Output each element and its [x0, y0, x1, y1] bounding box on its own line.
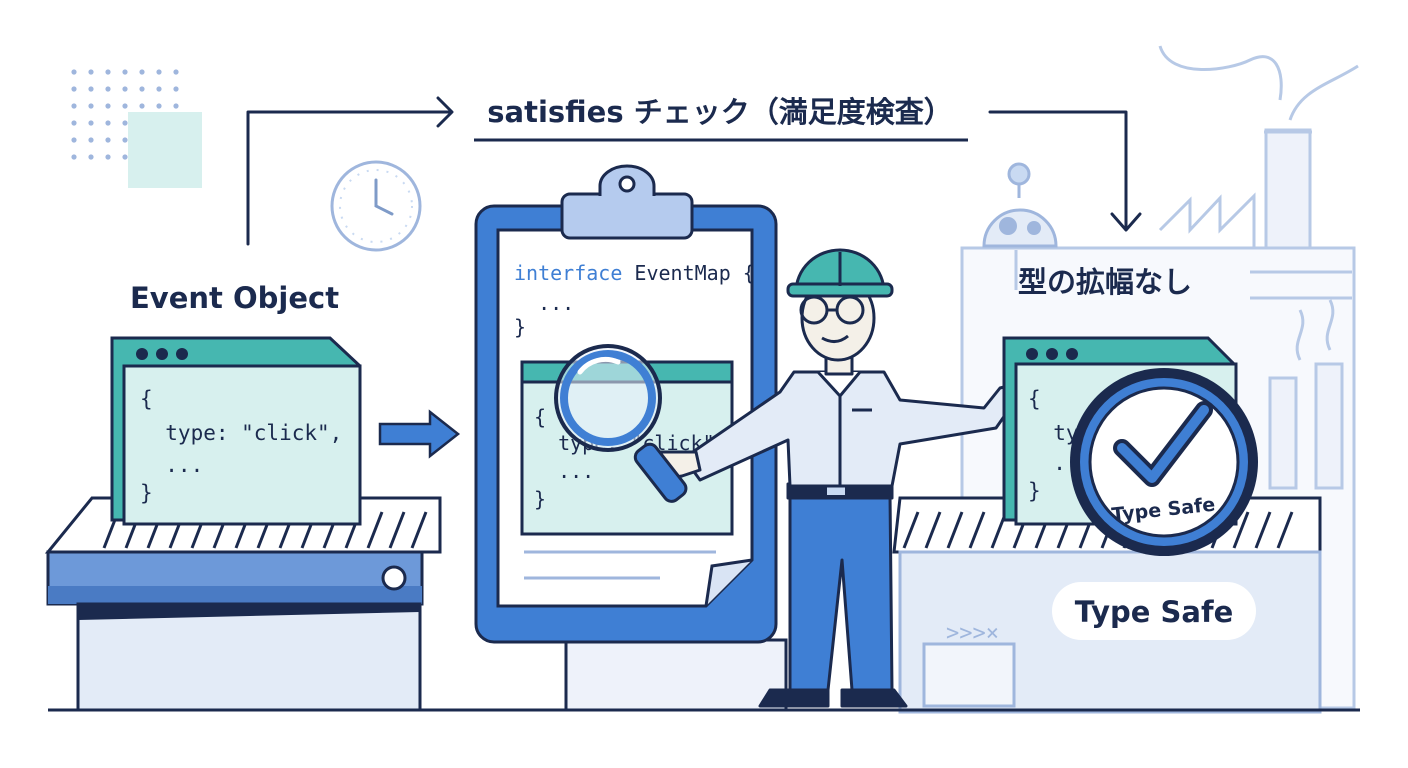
decoration-dot	[105, 154, 111, 160]
decoration-dot	[122, 69, 128, 75]
decoration-dot	[122, 154, 128, 160]
output-heading: 型の拡幅なし	[1018, 265, 1192, 299]
decoration-dot	[139, 69, 145, 75]
conveyor-stripe	[410, 511, 428, 549]
decoration-dot	[156, 103, 162, 109]
left-conveyor	[44, 496, 442, 712]
magnifier-icon	[554, 344, 688, 503]
output-code-line: {	[1028, 387, 1041, 411]
conveyor-stripe	[1276, 511, 1294, 549]
interface-keyword: interface	[514, 261, 622, 285]
decoration-dot	[88, 103, 94, 109]
decoration-dot	[88, 154, 94, 160]
type-safe-badge: Type Safe	[1052, 582, 1256, 640]
checker-code-header: interface EventMap {	[514, 261, 755, 285]
mint-square-decoration	[128, 112, 202, 188]
decoration-dot	[122, 103, 128, 109]
input-heading: Event Object	[130, 281, 339, 315]
conveyor-stripe	[924, 511, 942, 549]
decoration-dot	[139, 86, 145, 92]
decoration-dot	[88, 86, 94, 92]
inner-code-line: ...	[534, 459, 594, 483]
decoration-dot	[105, 137, 111, 143]
clock-icon	[330, 160, 422, 252]
decoration-dot	[88, 69, 94, 75]
input-code-line: type: "click",	[140, 421, 342, 445]
badge-label: Type Safe	[1075, 595, 1234, 629]
conveyor-stripe	[902, 511, 920, 549]
robot-icon	[982, 162, 1058, 248]
decoration-dot	[105, 86, 111, 92]
decoration-dot	[156, 86, 162, 92]
decoration-dot	[71, 86, 77, 92]
decoration-dot	[71, 69, 77, 75]
decoration-dot	[105, 103, 111, 109]
conveyor-stripe	[366, 511, 384, 549]
inner-code-line: }	[534, 487, 546, 511]
output-code-line: ty	[1028, 421, 1079, 445]
type-safe-seal: Type Safe	[1070, 368, 1258, 556]
interface-name: EventMap {	[622, 261, 754, 285]
output-code-line: }	[1028, 479, 1041, 503]
input-code-line: {	[140, 387, 153, 411]
decoration-dot	[71, 120, 77, 126]
right-arrow-icon	[378, 409, 461, 459]
decoration-dot	[156, 69, 162, 75]
decoration-dot	[122, 120, 128, 126]
inner-code-line: {	[534, 405, 546, 429]
decoration-dot	[88, 120, 94, 126]
decoration-dot	[122, 137, 128, 143]
conveyor-stripe	[388, 511, 406, 549]
svg-text:>>>×: >>>×	[946, 621, 999, 646]
dot-grid-decoration	[71, 69, 179, 160]
conveyor-stripe	[1254, 511, 1272, 549]
decoration-dot	[105, 120, 111, 126]
input-code-window: { type: "click", ... }	[110, 336, 362, 526]
input-code-line: }	[140, 481, 153, 505]
decoration-dot	[71, 154, 77, 160]
decoration-dot	[173, 86, 179, 92]
conveyor-stripe	[946, 511, 964, 549]
checker-code-line: ...	[514, 291, 574, 315]
decoration-dot	[71, 103, 77, 109]
inspector-figure	[657, 248, 1028, 708]
decoration-dot	[71, 137, 77, 143]
decoration-dot	[122, 86, 128, 92]
checker-code-line: }	[514, 315, 526, 339]
decoration-dot	[173, 69, 179, 75]
conveyor-stripe	[968, 511, 986, 549]
decoration-dot	[173, 103, 179, 109]
conveyor-stripe	[1232, 511, 1250, 549]
flow-arrow	[246, 96, 1142, 246]
input-code-line: ...	[140, 453, 203, 477]
decoration-dot	[105, 69, 111, 75]
decoration-dot	[88, 137, 94, 143]
decoration-dot	[139, 103, 145, 109]
flow-title: satisfies チェック（満足度検査）	[487, 95, 952, 129]
checker-base	[564, 638, 788, 712]
